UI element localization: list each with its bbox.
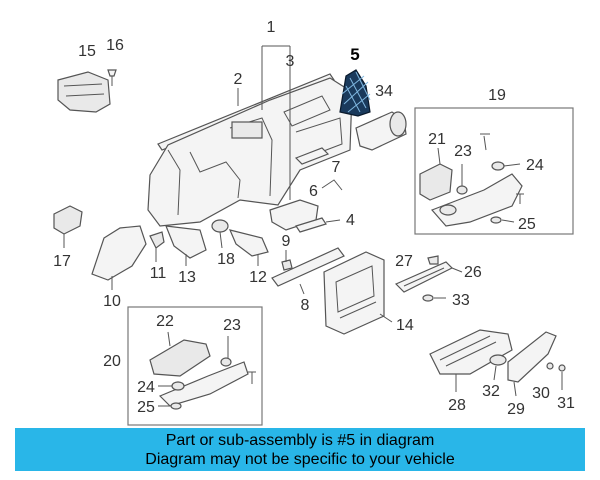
part-13-cover-panel[interactable] [165, 225, 207, 259]
part-15-bracket[interactable] [57, 71, 111, 113]
callout-6[interactable]: 6 [309, 183, 318, 200]
callout-9[interactable]: 9 [282, 233, 291, 250]
callout-23-lower[interactable]: 23 [223, 317, 241, 334]
callout-8[interactable]: 8 [301, 297, 310, 314]
part-17-switch-bracket[interactable] [53, 205, 83, 235]
part-10-side-panel[interactable] [91, 225, 147, 281]
part-5-vent-grille-highlighted[interactable] [339, 69, 371, 117]
part-22-storage-tray[interactable] [149, 339, 211, 377]
callout-16[interactable]: 16 [106, 37, 124, 54]
callout-24-lower[interactable]: 24 [137, 379, 155, 396]
part-29-glove-box-lid[interactable] [507, 331, 557, 383]
part-19-glove-box-door[interactable] [430, 173, 523, 227]
part-9-clip[interactable] [281, 259, 293, 271]
part-34-airbag-module[interactable] [355, 111, 407, 151]
callout-5[interactable]: 5 [350, 45, 359, 64]
part-24-bumper-lower[interactable] [171, 381, 185, 391]
part-27-clip[interactable] [427, 255, 439, 265]
callout-27[interactable]: 27 [395, 253, 413, 270]
part-14-center-bezel[interactable] [323, 251, 385, 335]
part-4-trim-strip[interactable] [295, 217, 327, 233]
callout-31[interactable]: 31 [557, 395, 575, 412]
callout-24-upper[interactable]: 24 [526, 157, 544, 174]
callout-14[interactable]: 14 [396, 317, 414, 334]
part-8-trim-bar[interactable] [271, 247, 345, 287]
callout-21[interactable]: 21 [428, 131, 446, 148]
callout-25-upper[interactable]: 25 [518, 216, 536, 233]
callout-18[interactable]: 18 [217, 251, 235, 268]
callout-10[interactable]: 10 [103, 293, 121, 310]
part-25-bumper-lower[interactable] [170, 402, 182, 410]
part-31-screw[interactable] [558, 364, 566, 372]
callout-19[interactable]: 19 [488, 87, 506, 104]
exploded-parts-diagram: 1 2 3 4 5 6 7 8 9 10 11 12 13 14 15 16 1… [53, 19, 575, 426]
callout-11[interactable]: 11 [150, 265, 167, 282]
part-30-screw[interactable] [546, 362, 554, 370]
part-21-storage-bin[interactable] [419, 163, 453, 201]
part-28-glove-box[interactable] [429, 329, 513, 375]
part-7-clip[interactable] [321, 179, 343, 191]
part-16-screw[interactable] [107, 69, 117, 86]
part-18-knob[interactable] [211, 219, 229, 233]
callout-32[interactable]: 32 [482, 383, 500, 400]
banner-line-2: Diagram may not be specific to your vehi… [145, 450, 455, 468]
callout-26[interactable]: 26 [464, 264, 482, 281]
part-23-clip-upper[interactable] [456, 185, 468, 195]
banner-line-1: Part or sub-assembly is #5 in diagram [165, 431, 435, 449]
callout-3[interactable]: 3 [286, 53, 295, 70]
part-33-fastener[interactable] [422, 294, 434, 302]
callout-15[interactable]: 15 [78, 43, 96, 60]
part-24-bumper-upper[interactable] [491, 161, 505, 171]
part-6-bracket[interactable] [294, 147, 330, 165]
callout-20[interactable]: 20 [103, 353, 121, 370]
part-11-clip[interactable] [149, 231, 165, 249]
callout-13[interactable]: 13 [178, 269, 196, 286]
callout-12[interactable]: 12 [249, 269, 267, 286]
part-12-side-cover[interactable] [228, 229, 269, 257]
callout-1[interactable]: 1 [267, 19, 276, 36]
part-23-clip-lower[interactable] [220, 357, 232, 367]
part-25-bumper-upper[interactable] [490, 216, 502, 224]
callout-33[interactable]: 33 [452, 292, 470, 309]
callout-17[interactable]: 17 [53, 253, 71, 270]
callout-25-lower[interactable]: 25 [137, 399, 155, 416]
subassembly-box-20 [127, 306, 263, 426]
subassembly-box-19 [414, 107, 574, 235]
part-32-latch[interactable] [489, 354, 507, 366]
callout-22[interactable]: 22 [156, 313, 174, 330]
callout-30[interactable]: 30 [532, 385, 550, 402]
callout-2[interactable]: 2 [234, 71, 243, 88]
callout-7[interactable]: 7 [332, 159, 341, 176]
callout-29[interactable]: 29 [507, 401, 525, 418]
callout-4[interactable]: 4 [346, 212, 355, 229]
info-banner: Part or sub-assembly is #5 in diagram Di… [15, 428, 585, 471]
callout-23-upper[interactable]: 23 [454, 143, 472, 160]
callout-28[interactable]: 28 [448, 397, 466, 414]
callout-34[interactable]: 34 [375, 83, 393, 100]
